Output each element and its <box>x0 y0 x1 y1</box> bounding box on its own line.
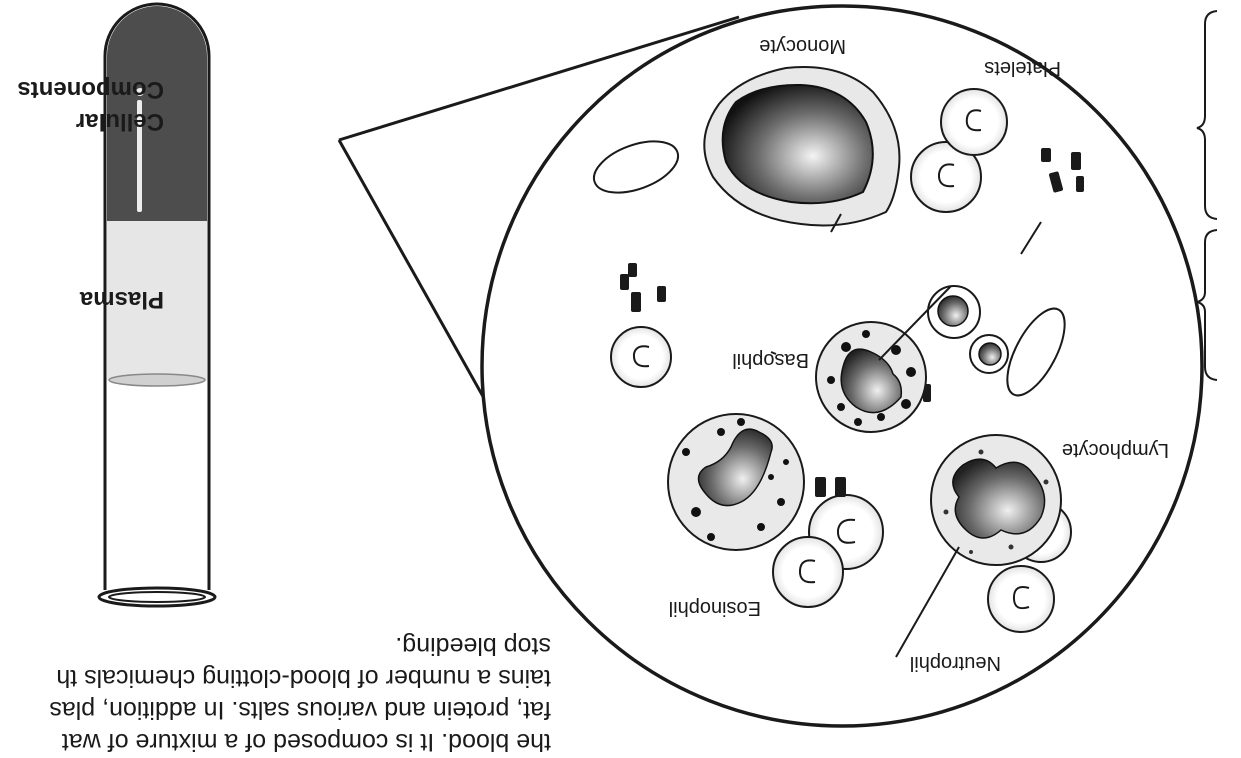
label-neutrophil: Neutrophil <box>910 652 1001 674</box>
label-eosinophil: Eosinophil <box>669 597 761 619</box>
red-blood-cell <box>611 327 671 387</box>
body-text-line: fat, protein and various salts. In addit… <box>0 694 551 726</box>
label-platelets: Platelets <box>984 57 1061 79</box>
eosinophil <box>668 414 804 550</box>
cellular-components-brace <box>1197 11 1217 219</box>
plasma-meniscus <box>109 374 205 386</box>
red-blood-cell <box>773 537 843 607</box>
monocyte-nucleus <box>723 85 873 203</box>
label-lymphocyte: Lymphocyte <box>1062 439 1169 461</box>
label-cellular: Cellular <box>76 108 164 135</box>
label-basophil: Basophil <box>732 349 809 371</box>
red-blood-cell <box>988 566 1054 632</box>
body-text-line: tains a number of blood-clotting chemica… <box>0 662 551 694</box>
body-text-line: stop bleeding. <box>0 630 551 662</box>
label-plasma: Plasma <box>79 286 164 313</box>
neutrophil <box>931 435 1061 565</box>
label-monocyte: Monocyte <box>759 35 846 57</box>
tube-rim <box>99 588 215 606</box>
label-components: Components <box>17 76 164 103</box>
body-text: the blood. It is composed of a mixture o… <box>0 630 551 758</box>
body-text-line: the blood. It is composed of a mixture o… <box>0 726 551 758</box>
red-blood-cell <box>941 89 1007 155</box>
basophil <box>816 322 926 432</box>
